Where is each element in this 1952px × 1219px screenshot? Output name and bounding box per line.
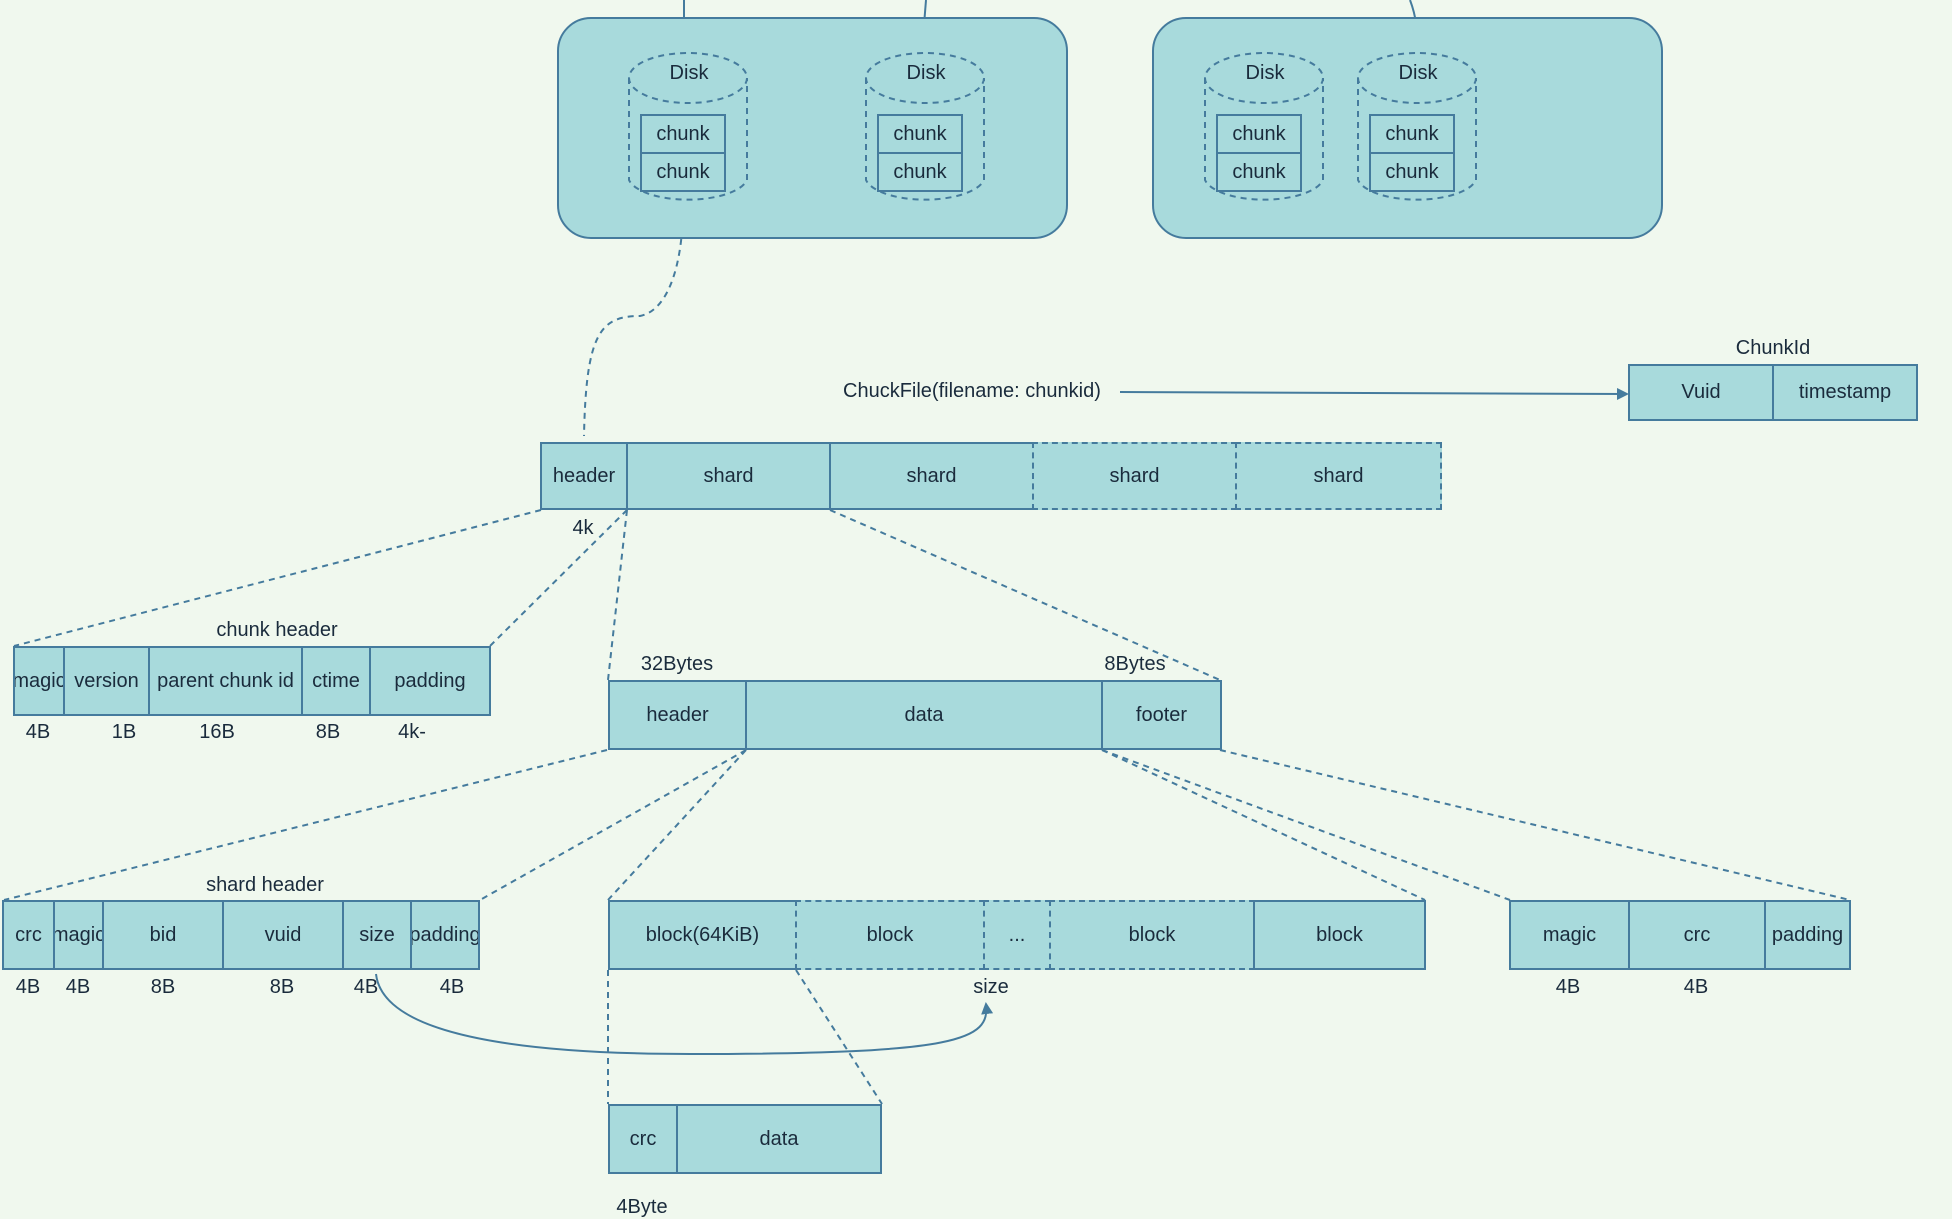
shard-header-size: 32Bytes — [640, 653, 714, 675]
shard-footer-size: 8Bytes — [1104, 653, 1166, 675]
file-shard-cell: shard — [626, 442, 831, 510]
shard-header-field: bid — [102, 900, 224, 970]
disk-chunk: chunk — [640, 152, 726, 192]
shard-header-field-size: 4B — [65, 976, 91, 998]
disk-chunk: chunk — [1216, 152, 1302, 192]
footer-line-right — [1219, 749, 1851, 901]
shard-footer-cell: footer — [1101, 680, 1222, 750]
disk-label: Disk — [1245, 62, 1285, 84]
chunkfile-label: ChuckFile(filename: chunkid) — [843, 380, 1101, 402]
chunk-header-field: ctime — [301, 646, 371, 716]
chunkid-vuid: Vuid — [1628, 364, 1774, 421]
block: block — [795, 900, 985, 970]
shard-to-detail-line-left — [607, 509, 628, 681]
footer-field: crc — [1628, 900, 1766, 970]
file-shard-cell: shard — [1032, 442, 1237, 510]
shard-header-field-size: 8B — [269, 976, 295, 998]
disk-chunk: chunk — [877, 114, 963, 154]
shard-header-field: vuid — [222, 900, 344, 970]
file-header-cell: header — [540, 442, 628, 510]
block-first: block(64KiB) — [608, 900, 797, 970]
block: block — [1049, 900, 1255, 970]
shard-header-field: magic — [53, 900, 104, 970]
footer-field-size: 4B — [1555, 976, 1581, 998]
shard-header-line-right — [479, 749, 747, 901]
footer-field-size: 4B — [1683, 976, 1709, 998]
disk-label: Disk — [906, 62, 946, 84]
data-to-blocks-line-right — [1101, 749, 1426, 901]
shard-header-field-size: 4B — [439, 976, 465, 998]
file-shard-cell: shard — [829, 442, 1034, 510]
shard-header-field: crc — [2, 900, 55, 970]
shard-header-cell: header — [608, 680, 747, 750]
chunk-to-header-line — [583, 205, 684, 437]
file-shard-cell: shard — [1235, 442, 1442, 510]
disk-cylinder — [865, 52, 985, 201]
header-to-chunk-header-line-right — [489, 509, 628, 647]
disk-label: Disk — [669, 62, 709, 84]
chunk-header-field: version — [63, 646, 150, 716]
chunk-header-field-size: 8B — [315, 721, 341, 743]
disk-chunk: chunk — [1369, 114, 1455, 154]
shard-header-field: padding — [410, 900, 480, 970]
shard-data-cell: data — [745, 680, 1103, 750]
shard-header-field-size: 4B — [15, 976, 41, 998]
shard-header-field-size: 4B — [353, 976, 379, 998]
disk-cylinder — [1357, 52, 1477, 201]
block-detail-crc: crc — [608, 1104, 678, 1174]
disk-chunk: chunk — [877, 152, 963, 192]
disk-chunk: chunk — [1369, 152, 1455, 192]
chunk-header-field-size: 4B — [25, 721, 51, 743]
chunk-header-title: chunk header — [216, 619, 338, 641]
shard-header-line-left — [3, 749, 608, 901]
file-header-size: 4k — [572, 517, 594, 539]
block-detail-crc-size: 4Byte — [616, 1196, 668, 1218]
shard-to-detail-line-right — [829, 509, 1221, 681]
disk-chunk: chunk — [640, 114, 726, 154]
block-detail-line-right — [795, 969, 883, 1105]
disk-chunk: chunk — [1216, 114, 1302, 154]
block-last: block — [1253, 900, 1426, 970]
chunkid-timestamp: timestamp — [1772, 364, 1918, 421]
blocks-size-label: size — [973, 976, 1009, 998]
shard-header-field: size — [342, 900, 412, 970]
chunk-header-field-size: 16B — [199, 721, 235, 743]
chunk-header-field: parent chunk id — [148, 646, 303, 716]
footer-field: padding — [1764, 900, 1851, 970]
chunk-header-field-size: 4k- — [398, 721, 426, 743]
header-to-chunk-header-line-left — [13, 509, 542, 647]
disk-cylinder — [628, 52, 748, 201]
shard-header-title: shard header — [206, 874, 324, 896]
footer-line-left — [1101, 749, 1511, 901]
size-reference-arrow — [375, 973, 994, 1056]
footer-field: magic — [1509, 900, 1630, 970]
data-to-blocks-line-left — [607, 749, 747, 901]
block-detail-data: data — [676, 1104, 882, 1174]
chunkid-title: ChunkId — [1735, 337, 1811, 359]
disk-label: Disk — [1398, 62, 1438, 84]
block-ellipsis: ... — [983, 900, 1051, 970]
chunk-header-field: magic — [13, 646, 65, 716]
chunk-header-field-size: 1B — [111, 721, 137, 743]
disk-cylinder — [1204, 52, 1324, 201]
arrow-to-chunkid — [1119, 387, 1629, 400]
shard-header-field-size: 8B — [150, 976, 176, 998]
chunk-header-field: padding — [369, 646, 491, 716]
